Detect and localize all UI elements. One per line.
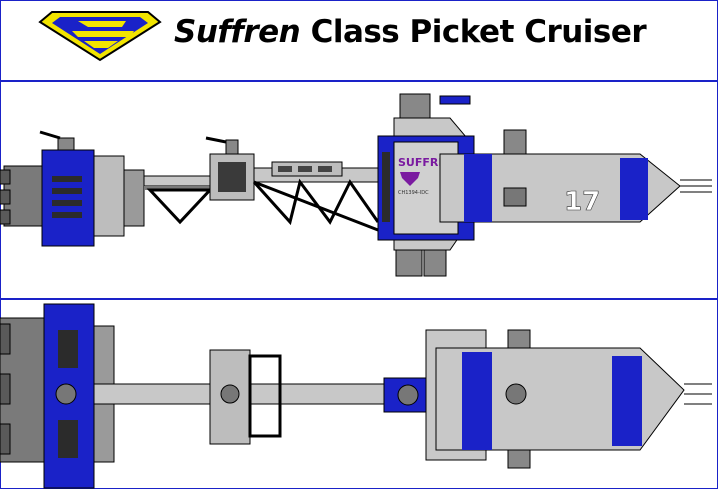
divider-middle — [0, 298, 718, 300]
side-engine-block — [41, 149, 145, 247]
side-spine — [143, 175, 214, 225]
header: Suffren Class Picket Cruiser — [0, 0, 718, 80]
page-title: Suffren Class Picket Cruiser — [174, 14, 647, 50]
side-engine-nozzles — [0, 165, 43, 227]
top-spine — [93, 349, 385, 445]
side-turret-aft — [39, 130, 75, 151]
side-registry: CH1394-IDC — [398, 190, 429, 196]
top-view-diagram — [0, 303, 712, 489]
side-view-diagram: SUFFREN CH1394-IDC 17 — [0, 93, 712, 277]
side-hull-number: 17 — [564, 187, 600, 217]
title-class-text: Class Picket Cruiser — [310, 14, 647, 50]
side-truss — [252, 161, 380, 232]
emblem-logo-icon — [38, 11, 162, 62]
divider-top — [0, 80, 718, 82]
top-engine-block — [43, 303, 115, 489]
title-ship-name: Suffren — [174, 14, 301, 50]
side-forward-hull: 17 — [439, 129, 712, 223]
side-mid-module — [205, 136, 255, 201]
top-forward-hull — [435, 329, 712, 469]
top-engine-nozzles — [0, 317, 45, 463]
